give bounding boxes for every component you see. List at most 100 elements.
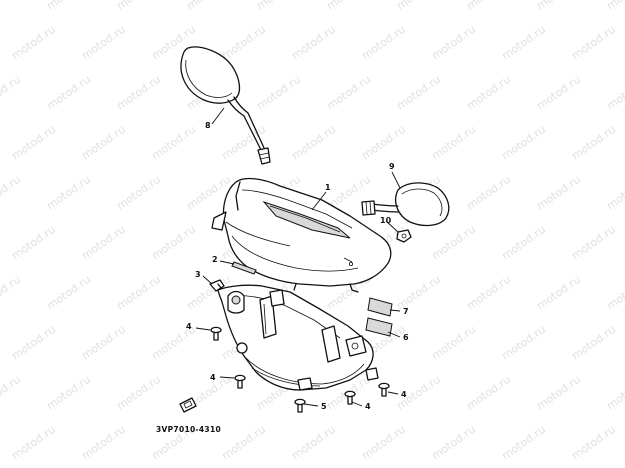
callout-2: 2 (212, 255, 218, 264)
watermark-text: motod.ru (534, 0, 583, 12)
watermark-text: motod.ru (394, 0, 443, 12)
watermark-text: motod.ru (289, 423, 338, 463)
watermark-text: motod.ru (464, 173, 513, 213)
watermark-text: motod.ru (9, 323, 58, 363)
screw-4c (344, 390, 356, 405)
screw-4d (378, 382, 390, 397)
callout-3: 3 (195, 270, 201, 279)
watermark-text: motod.ru (44, 173, 93, 213)
watermark-text: motod.ru (9, 23, 58, 63)
watermark-text: motod.ru (184, 0, 233, 12)
watermark-text: motod.ru (569, 423, 618, 463)
watermark-text: motod.ru (149, 123, 198, 163)
watermark-text: motod.ru (114, 0, 163, 12)
watermark-text: motod.ru (254, 73, 303, 113)
watermark-text: motod.ru (429, 323, 478, 363)
callout-4-b: 4 (210, 373, 216, 382)
watermark-text: motod.ru (394, 73, 443, 113)
watermark-text: motod.ru (464, 373, 513, 413)
watermark-text: motod.ru (9, 423, 58, 463)
watermark-text: motod.ru (534, 273, 583, 313)
watermark-text: motod.ru (289, 23, 338, 63)
watermark-text: motod.ru (394, 273, 443, 313)
watermark-text: motod.ru (464, 273, 513, 313)
part-2-strip (231, 261, 257, 275)
screw-4b (234, 374, 246, 389)
watermark-text: motod.ru (604, 373, 625, 413)
small-clip (179, 397, 197, 413)
watermark-text: motod.ru (114, 273, 163, 313)
watermark-text: motod.ru (359, 23, 408, 63)
watermark-text: motod.ru (219, 23, 268, 63)
watermark-text: motod.ru (604, 273, 625, 313)
callout-8: 8 (205, 121, 211, 130)
part-10-nut (396, 229, 412, 243)
callout-4-d: 4 (401, 390, 407, 399)
watermark-text: motod.ru (429, 23, 478, 63)
watermark-text: motod.ru (9, 123, 58, 163)
watermark-text: motod.ru (429, 123, 478, 163)
watermark-text: motod.ru (44, 273, 93, 313)
watermark-text: motod.ru (534, 373, 583, 413)
watermark-text: motod.ru (324, 0, 373, 12)
watermark-text: motod.ru (464, 0, 513, 12)
watermark-text: motod.ru (429, 223, 478, 263)
watermark-text: motod.ru (289, 123, 338, 163)
watermark-text: motod.ru (254, 0, 303, 12)
callout-10: 10 (380, 216, 392, 225)
watermark-text: motod.ru (604, 73, 625, 113)
part-6-pad (365, 317, 393, 337)
handlebar-lower-cover (217, 284, 379, 391)
watermark-text: motod.ru (0, 0, 23, 12)
watermark-text: motod.ru (114, 173, 163, 213)
callout-4-a: 4 (186, 322, 192, 331)
watermark-text: motod.ru (0, 273, 23, 313)
watermark-text: motod.ru (79, 423, 128, 463)
watermark-text: motod.ru (534, 173, 583, 213)
callout-4-c: 4 (365, 402, 371, 411)
watermark-text: motod.ru (79, 123, 128, 163)
watermark-text: motod.ru (44, 373, 93, 413)
callout-9: 9 (389, 162, 395, 171)
watermark-text: motod.ru (114, 373, 163, 413)
screw-5 (294, 398, 306, 413)
watermark-text: motod.ru (464, 73, 513, 113)
watermark-text: motod.ru (569, 323, 618, 363)
watermark-text: motod.ru (0, 73, 23, 113)
watermark-text: motod.ru (0, 373, 23, 413)
watermark-text: motod.ru (534, 73, 583, 113)
watermark-text: motod.ru (569, 223, 618, 263)
watermark-text: motod.ru (429, 423, 478, 463)
callout-7: 7 (403, 307, 409, 316)
watermark-text: motod.ru (79, 323, 128, 363)
watermark-text: motod.ru (499, 123, 548, 163)
watermark-text: motod.ru (44, 0, 93, 12)
right-mirror (361, 182, 450, 227)
callout-1: 1 (325, 183, 331, 192)
watermark-text: motod.ru (604, 173, 625, 213)
watermark-text: motod.ru (79, 23, 128, 63)
part-7-pad (367, 297, 393, 317)
watermark-text: motod.ru (499, 223, 548, 263)
callout-6: 6 (403, 333, 409, 342)
leader-lines (195, 107, 401, 407)
watermark-text: motod.ru (9, 223, 58, 263)
watermark-text: motod.ru (499, 23, 548, 63)
watermark-text: motod.ru (114, 73, 163, 113)
watermark-text: motod.ru (79, 223, 128, 263)
watermark-text: motod.ru (0, 173, 23, 213)
watermark-text: motod.ru (219, 423, 268, 463)
watermark-text: motod.ru (604, 0, 625, 12)
left-mirror (180, 46, 271, 165)
callout-5: 5 (321, 402, 327, 411)
screw-4a (210, 326, 222, 341)
watermark-text: motod.ru (499, 323, 548, 363)
diagram-code: 3VP7010-4310 (156, 425, 221, 434)
watermark-text: motod.ru (149, 223, 198, 263)
watermark-text: motod.ru (359, 423, 408, 463)
watermark-text: motod.ru (44, 73, 93, 113)
watermark-text: motod.ru (569, 23, 618, 63)
watermark-text: motod.ru (359, 123, 408, 163)
